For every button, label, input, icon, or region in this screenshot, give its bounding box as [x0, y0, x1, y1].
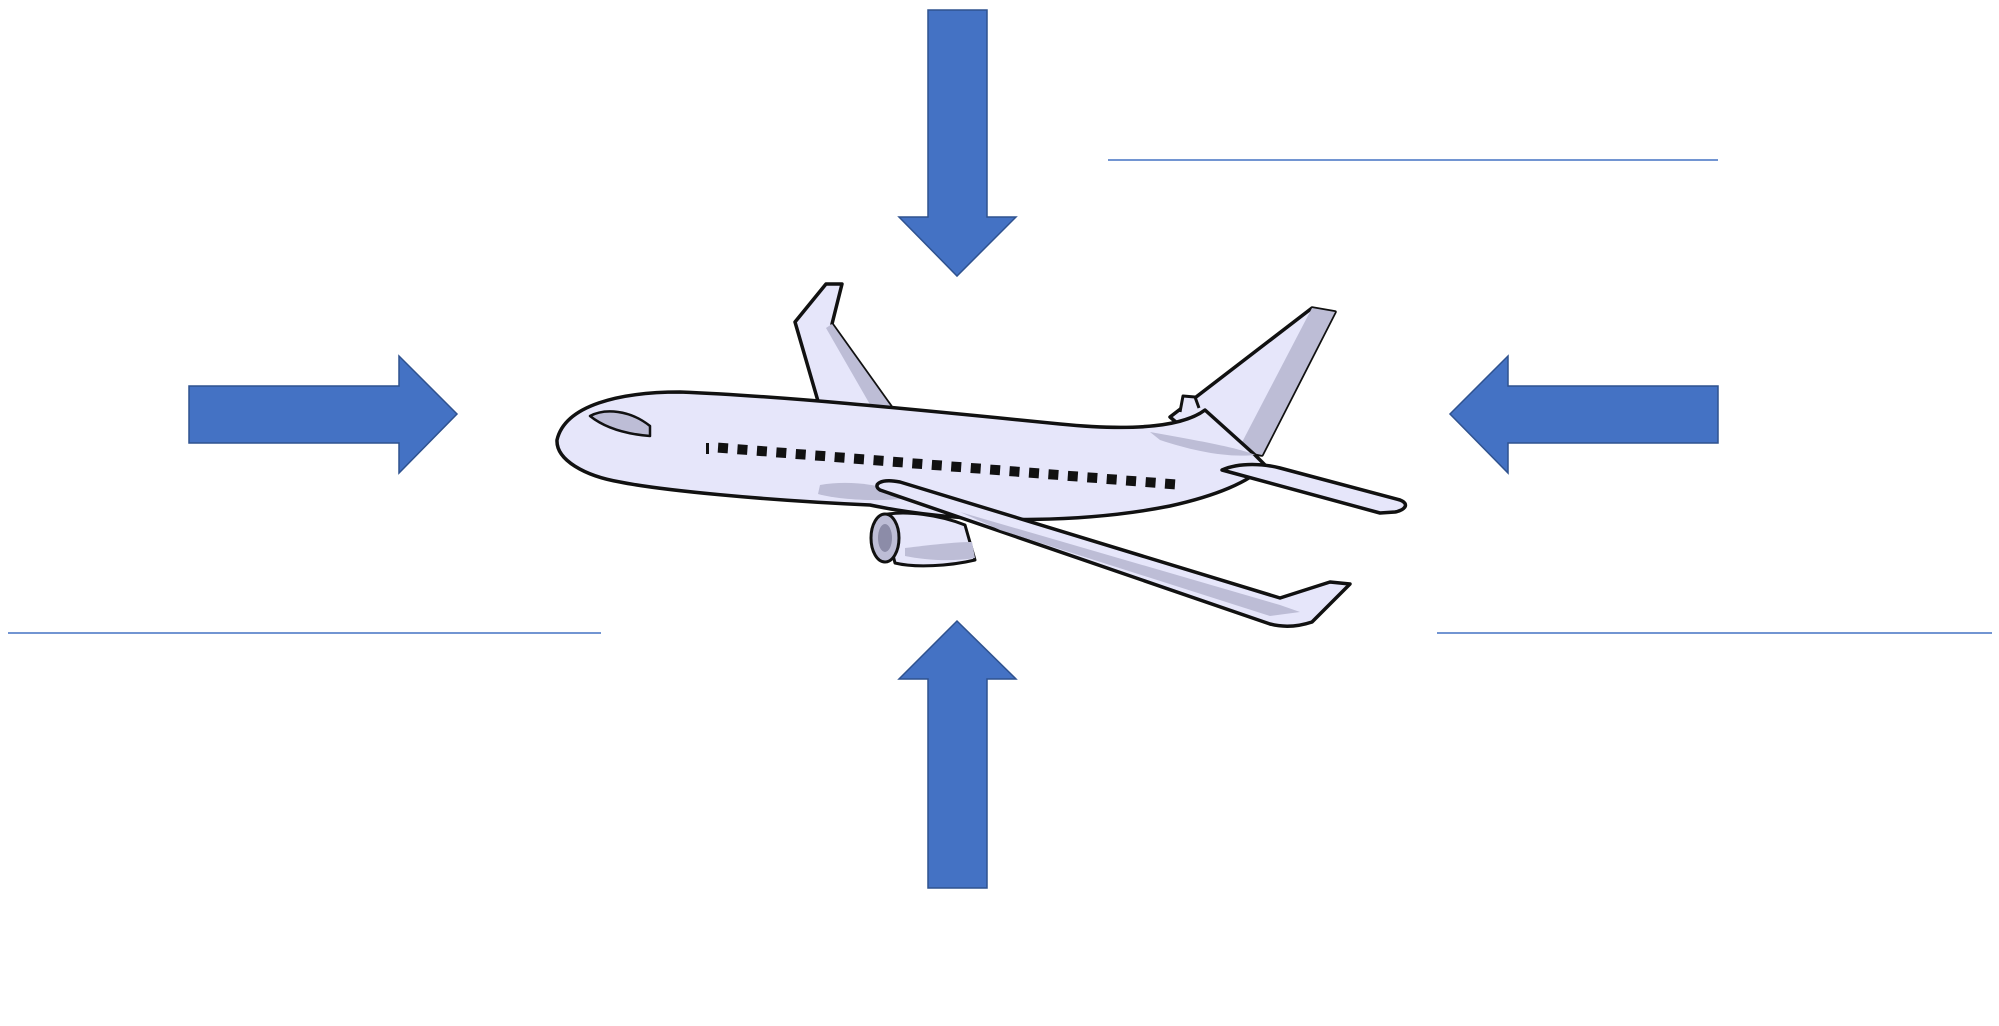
airplane-window [911, 458, 923, 470]
airplane-window [1106, 473, 1118, 485]
airplane-cockpit-window [588, 410, 652, 438]
airplane-window [1009, 466, 1020, 477]
airplane-window [706, 443, 709, 454]
airplane-engine-intake-inner [878, 524, 892, 552]
airplane-engine-shade [905, 542, 975, 561]
airplane-engine [869, 511, 977, 568]
airplane-fuselage [555, 390, 1267, 522]
airplane-near-wing-shade [960, 512, 1300, 616]
airplane-window [970, 462, 982, 474]
arrow-right-pointing-left [1448, 354, 1719, 475]
airplane-window [989, 464, 1001, 476]
airplane-window [1164, 478, 1176, 490]
airplane-horizontal-stabilizer [1220, 462, 1408, 515]
airplane-window [756, 445, 768, 457]
airplane-window [853, 453, 865, 465]
airplane-window [950, 461, 962, 473]
airplane-window [1086, 472, 1098, 484]
airplane-window [717, 442, 729, 454]
arrow-bottom-pointing-up [897, 619, 1018, 889]
airplane-window [834, 452, 845, 463]
airplane-window [1125, 475, 1137, 487]
airplane-tail-shade [1150, 432, 1255, 456]
airplane-window [892, 456, 904, 468]
airplane-window [814, 450, 826, 462]
airplane-window [1048, 469, 1059, 480]
airplane-window [873, 455, 884, 466]
airplane-tail-fin-shade [1238, 308, 1335, 455]
arrow-left-pointing-right [188, 354, 459, 475]
arrow-top-pointing-down [897, 9, 1018, 278]
airplane-belly-shade [818, 482, 910, 501]
airplane-window [795, 448, 807, 460]
airplane-icon [555, 282, 1408, 628]
airplane-near-wing [875, 479, 1352, 628]
label-blanks [8, 159, 1992, 634]
airplane-window [737, 444, 748, 455]
airplane-window [931, 459, 943, 471]
force-arrows [188, 9, 1719, 889]
airplane-window [1028, 467, 1040, 479]
airplane-antenna [1178, 394, 1201, 413]
airplane-window [775, 447, 787, 459]
airplane-window [1067, 470, 1079, 482]
airplane-passenger-windows [706, 442, 1176, 490]
airplane-window [1145, 477, 1156, 488]
airplane-far-wing-shade [826, 324, 892, 408]
